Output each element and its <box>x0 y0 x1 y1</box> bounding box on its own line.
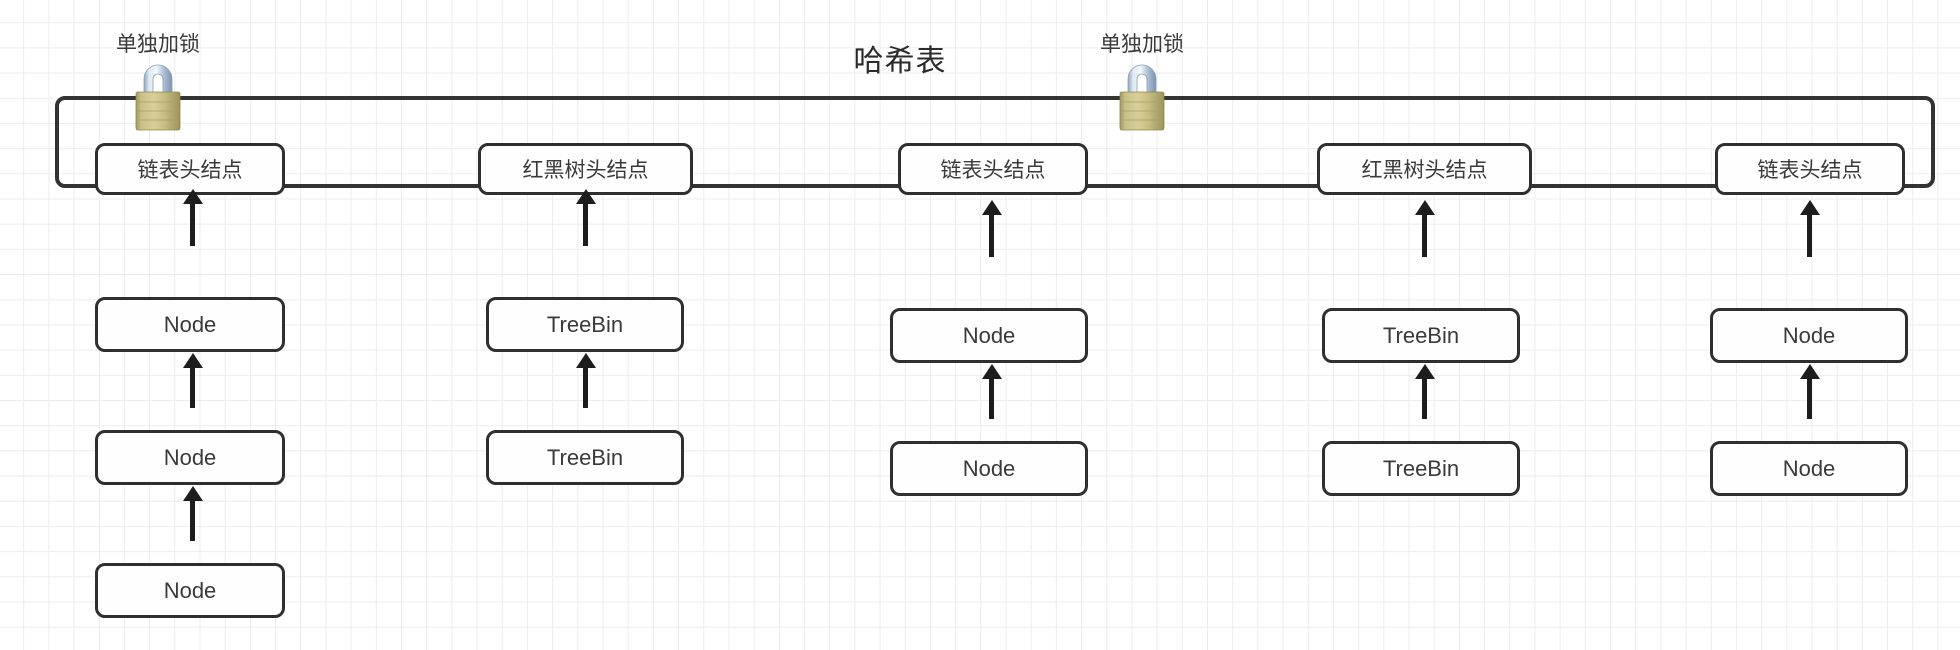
bucket-head-1[interactable]: 红黑树头结点 <box>478 143 693 195</box>
page-title: 哈希表 <box>853 45 947 78</box>
bucket-head-4[interactable]: 链表头结点 <box>1715 143 1905 195</box>
chain-node-2-0[interactable]: Node <box>890 308 1088 363</box>
chain-arrow-2-0 <box>989 213 994 257</box>
bucket-head-0[interactable]: 链表头结点 <box>95 143 285 195</box>
lock-label: 单独加锁 <box>1100 33 1184 56</box>
chain-arrow-3-0 <box>1422 213 1427 257</box>
padlock-icon <box>1106 55 1178 131</box>
chain-arrow-4-1 <box>1807 377 1812 419</box>
chain-node-0-1[interactable]: Node <box>95 430 285 485</box>
bucket-head-2[interactable]: 链表头结点 <box>898 143 1088 195</box>
chain-arrow-3-1 <box>1422 377 1427 419</box>
chain-arrow-0-2 <box>190 499 195 541</box>
chain-node-2-1[interactable]: Node <box>890 441 1088 496</box>
chain-node-1-0[interactable]: TreeBin <box>486 297 684 352</box>
chain-node-0-2[interactable]: Node <box>95 563 285 618</box>
chain-node-4-1[interactable]: Node <box>1710 441 1908 496</box>
chain-arrow-2-1 <box>989 377 994 419</box>
chain-node-0-0[interactable]: Node <box>95 297 285 352</box>
chain-node-3-1[interactable]: TreeBin <box>1322 441 1520 496</box>
chain-arrow-0-0 <box>190 202 195 246</box>
chain-arrow-1-1 <box>583 366 588 408</box>
lock-label: 单独加锁 <box>116 33 200 56</box>
chain-node-1-1[interactable]: TreeBin <box>486 430 684 485</box>
chain-node-4-0[interactable]: Node <box>1710 308 1908 363</box>
chain-arrow-1-0 <box>583 202 588 246</box>
padlock-icon <box>122 55 194 131</box>
chain-arrow-0-1 <box>190 366 195 408</box>
bucket-head-3[interactable]: 红黑树头结点 <box>1317 143 1532 195</box>
chain-arrow-4-0 <box>1807 213 1812 257</box>
chain-node-3-0[interactable]: TreeBin <box>1322 308 1520 363</box>
